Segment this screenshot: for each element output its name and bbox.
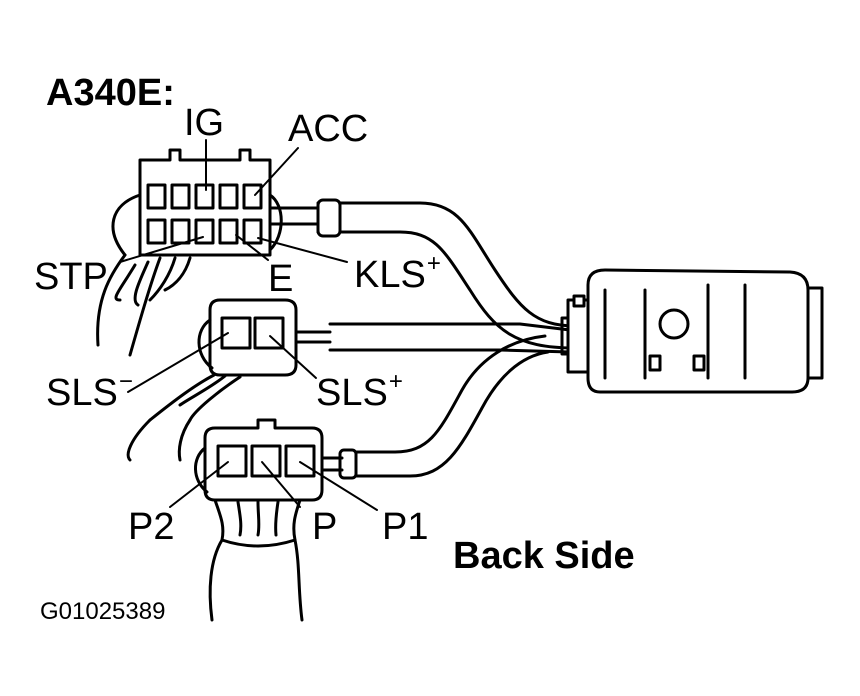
connector-top [96, 148, 283, 357]
label-sls-minus: SLS− [46, 368, 133, 414]
label-sls-plus: SLS+ [316, 368, 403, 414]
connector-bottom [194, 418, 324, 622]
label-p: P [312, 506, 338, 548]
label-kls-plus: KLS+ [354, 250, 441, 296]
label-stp: STP [34, 256, 108, 298]
figure-code: G01025389 [40, 598, 166, 625]
label-ig: IG [184, 102, 225, 144]
label-p1: P1 [382, 506, 429, 548]
label-acc: ACC [288, 108, 369, 150]
connector-middle [126, 298, 298, 462]
switch-body [560, 268, 824, 394]
label-e: E [268, 258, 294, 300]
label-p2: P2 [128, 506, 175, 548]
back-side-caption: Back Side [453, 535, 635, 577]
diagram-title: A340E: [46, 72, 175, 114]
cable-bottom [318, 334, 550, 480]
leader-lines [119, 139, 378, 511]
